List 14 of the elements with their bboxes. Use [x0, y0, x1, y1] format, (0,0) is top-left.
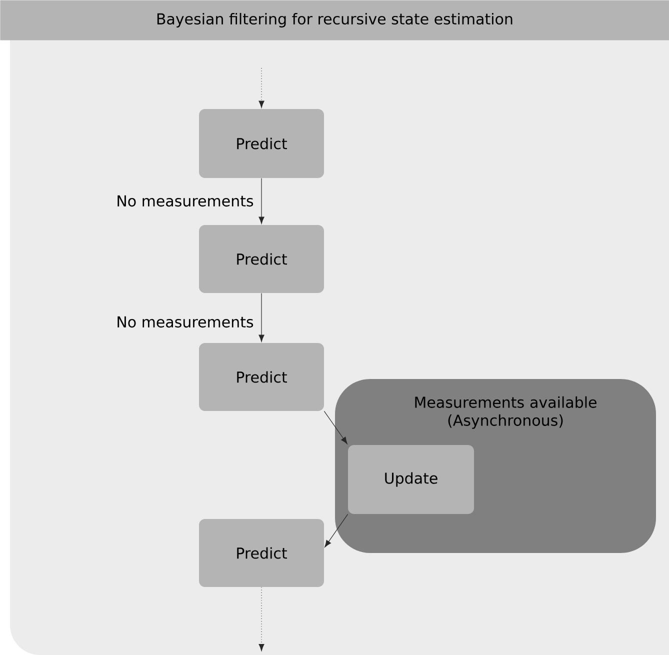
arrow: [258, 68, 264, 108]
process-box: Predict: [199, 519, 324, 587]
process-box: Predict: [199, 343, 324, 411]
arrow: [258, 292, 264, 342]
arrow: [324, 410, 348, 444]
edge-label: No measurements: [118, 195, 254, 207]
arrow: [324, 514, 348, 548]
edge-label: No measurements: [118, 316, 254, 328]
process-box: Predict: [199, 225, 324, 293]
arrow: [258, 586, 264, 652]
process-box: Predict: [199, 109, 324, 178]
arrow: [258, 178, 264, 224]
title-bar: Bayesian filtering for recursive state estimation: [0, 0, 669, 40]
update-box: Update: [348, 445, 474, 514]
